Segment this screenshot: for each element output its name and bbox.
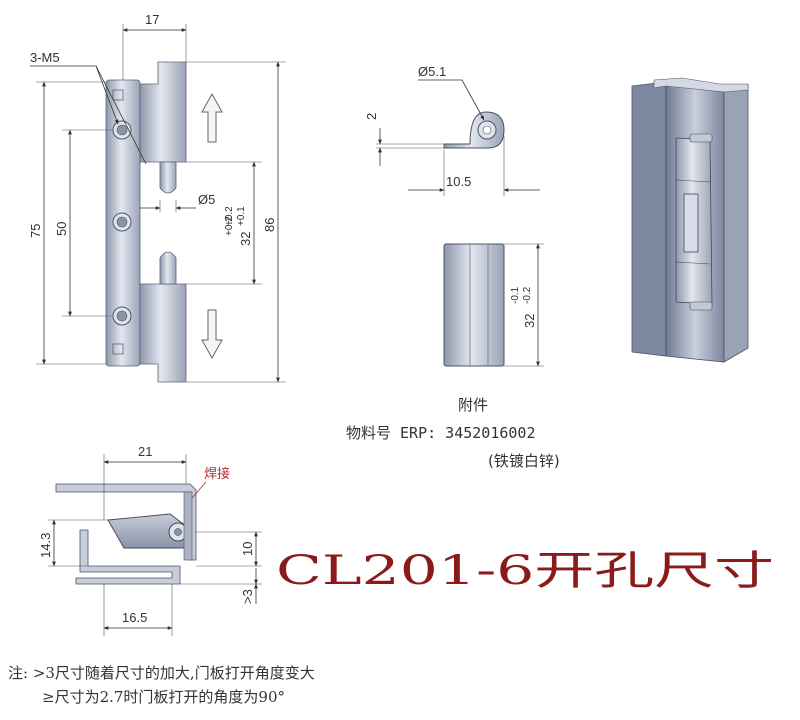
accessory-body xyxy=(443,243,505,367)
accessory-side-view: 32 -0.1 -0.2 附件 物料号 ERP: 3452016002 (铁镀白… xyxy=(346,243,560,470)
note-line-2: ≥尺寸为2.7时门板打开的角度为90° xyxy=(42,688,285,706)
profile-3d-view xyxy=(631,77,749,363)
dim-accessory-thickness: 2 xyxy=(364,113,379,120)
arrow-up-icon xyxy=(201,92,223,143)
profile-right-flange xyxy=(723,85,749,363)
dim-accessory-width: 10.5 xyxy=(446,174,471,189)
dim-gap-tol-lower: +0.1 xyxy=(236,206,247,226)
dim-cutout-bottom: 16.5 xyxy=(122,610,147,625)
dim-gap-tol-upper: +0.2 xyxy=(224,206,235,226)
dim-height-50: 50 xyxy=(54,222,69,236)
label-thread: 3-M5 xyxy=(30,50,60,65)
dim-total-86: 86 xyxy=(262,218,277,232)
dim-height-75: 75 xyxy=(28,224,43,238)
dim-pin-tol-upper: +0.2 xyxy=(224,216,235,236)
accessory-top-view: Ø5.1 2 10.5 xyxy=(364,64,540,196)
accessory-label: 附件 xyxy=(458,396,488,414)
drawing-title: CL201-6开孔尺寸 xyxy=(276,548,774,594)
hinge-front-view: 17 3-M5 75 50 86 32 +0.2 +0.1 Ø5 +0.2 xyxy=(28,12,286,383)
hinge-lower-body xyxy=(139,283,187,383)
upper-pin xyxy=(159,161,177,194)
weld-label: 焊接 xyxy=(204,466,230,482)
dim-accessory-tol-upper: -0.1 xyxy=(510,286,521,304)
dim-cutout-left: 14.3 xyxy=(38,533,53,558)
dim-cutout-gap: >3 xyxy=(240,589,255,604)
dim-accessory-tol-lower: -0.2 xyxy=(522,286,533,304)
hinge-upper-body xyxy=(139,61,187,163)
arrow-down-icon xyxy=(201,309,223,360)
cabinet-frame xyxy=(75,529,181,585)
lower-pin xyxy=(159,251,177,285)
door-panel xyxy=(55,483,197,561)
note-line-1: 注: >3尺寸随着尺寸的加大,门板打开角度变大 xyxy=(8,664,315,682)
dim-pin-diameter: Ø5 xyxy=(198,192,215,207)
profile-back-wall xyxy=(631,81,667,357)
accessory-finish: (铁镀白锌) xyxy=(488,452,560,470)
dim-pin-gap-32: 32 xyxy=(238,232,253,246)
dim-cutout-right: 10 xyxy=(240,542,255,556)
cutout-view: 21 焊接 14.3 10 >3 16.5 xyxy=(38,444,262,636)
dim-accessory-height: 32 xyxy=(522,314,537,328)
dim-width-17: 17 xyxy=(145,12,159,27)
dim-accessory-diameter: Ø5.1 xyxy=(418,64,446,79)
accessory-erp: 物料号 ERP: 3452016002 xyxy=(346,424,536,442)
dim-cutout-top: 21 xyxy=(138,444,152,459)
